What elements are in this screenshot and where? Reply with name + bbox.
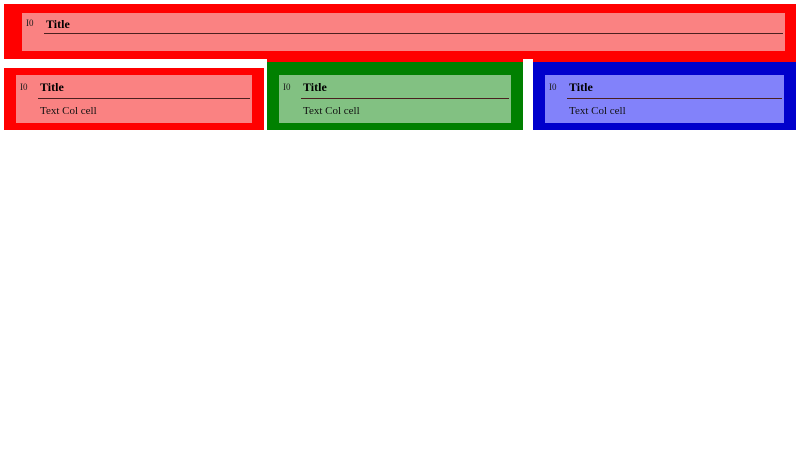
card-blue-header: I0 Title xyxy=(545,75,784,99)
card-top-title-cell: Title xyxy=(44,13,785,34)
card-title: Title xyxy=(40,80,64,94)
title-underline-rule xyxy=(567,98,782,99)
card-top-banner[interactable]: I0 Title xyxy=(4,4,796,59)
title-underline-rule xyxy=(38,98,250,99)
card-red-title-cell: Title xyxy=(38,75,252,99)
divider-strip-green xyxy=(267,56,523,62)
card-blue-body: Text Col cell xyxy=(545,99,784,123)
placeholder-icon: I0 xyxy=(549,81,557,92)
title-underline-rule xyxy=(44,33,783,34)
card-top-header: I0 Title xyxy=(22,13,785,34)
placeholder-icon: I0 xyxy=(283,81,291,92)
card-green-title-cell: Title xyxy=(301,75,511,99)
card-green-panel: I0 Title Text Col cell xyxy=(279,75,511,123)
placeholder-icon: I0 xyxy=(20,81,28,92)
card-top-body xyxy=(22,34,785,51)
title-underline-rule xyxy=(301,98,509,99)
card-top-panel: I0 Title xyxy=(22,13,785,51)
card-body-text: Text Col cell xyxy=(40,104,97,117)
card-title: Title xyxy=(46,16,70,31)
card-blue-title-cell: Title xyxy=(567,75,784,99)
divider-strip-blue xyxy=(533,56,796,62)
card-body-text: Text Col cell xyxy=(303,104,360,117)
card-green-header: I0 Title xyxy=(279,75,511,99)
placeholder-icon: I0 xyxy=(26,18,34,28)
card-red-panel: I0 Title Text Col cell xyxy=(16,75,252,123)
card-blue[interactable]: I0 Title Text Col cell xyxy=(533,62,796,130)
card-title: Title xyxy=(569,80,593,94)
card-red-header: I0 Title xyxy=(16,75,252,99)
card-blue-panel: I0 Title Text Col cell xyxy=(545,75,784,123)
card-green[interactable]: I0 Title Text Col cell xyxy=(267,62,523,130)
card-red[interactable]: I0 Title Text Col cell xyxy=(4,68,264,130)
card-green-body: Text Col cell xyxy=(279,99,511,123)
card-body-text: Text Col cell xyxy=(569,104,626,117)
card-title: Title xyxy=(303,80,327,94)
card-red-body: Text Col cell xyxy=(16,99,252,123)
